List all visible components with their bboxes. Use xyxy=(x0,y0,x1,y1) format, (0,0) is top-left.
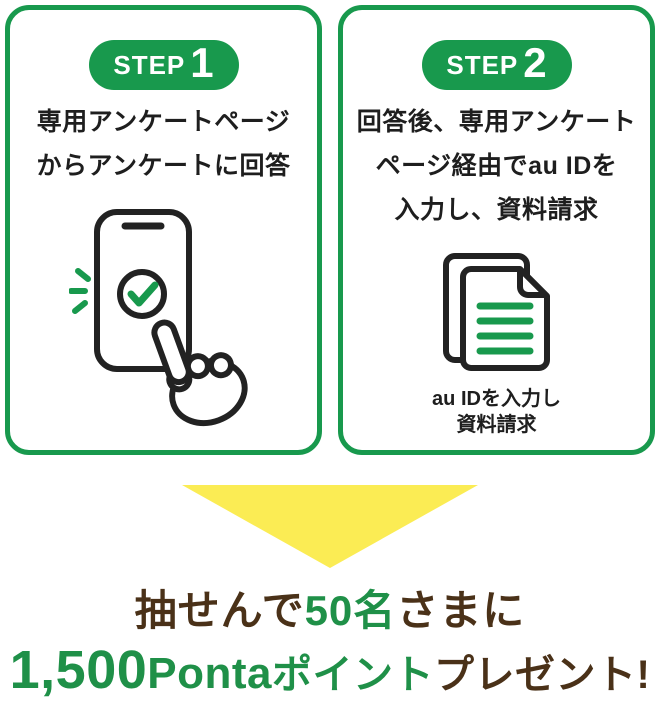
step2-description: 回答後、専用アンケート ページ経由でau IDを 入力し、資料請求 xyxy=(357,100,637,232)
step2-badge-label: STEP xyxy=(446,50,519,80)
step2-line3: 入力し、資料請求 xyxy=(394,196,599,224)
step1-line1: 専用アンケートページ xyxy=(36,108,291,136)
prize-seg-sama: さまに xyxy=(396,587,526,634)
step2-line1: 回答後、専用アンケート xyxy=(356,108,637,136)
checkmark-icon xyxy=(127,281,158,307)
prize-heading: 抽せんで50名さまに 1,500Pontaポイントプレゼント! xyxy=(0,584,660,707)
step1-line2: からアンケートに回答 xyxy=(36,152,291,180)
document-caption-line2: 資料請求 xyxy=(456,414,537,436)
document-text-lines xyxy=(476,302,533,355)
step2-card: STEP 2 回答後、専用アンケート ページ経由でau IDを 入力し、資料請求 xyxy=(338,5,655,455)
prize-line1: 抽せんで50名さまに xyxy=(0,584,660,638)
hand-tap-icon xyxy=(150,319,248,427)
prize-seg-lottery: 抽せんで xyxy=(134,587,305,634)
step1-card: STEP 1 専用アンケートページ からアンケートに回答 xyxy=(5,5,322,455)
prize-seg-points: ポイント xyxy=(272,653,435,697)
step-cards-row: STEP 1 専用アンケートページ からアンケートに回答 xyxy=(5,5,655,455)
step1-badge: STEP 1 xyxy=(88,39,239,90)
step1-description: 専用アンケートページ からアンケートに回答 xyxy=(36,100,290,188)
step2-badge-number: 2 xyxy=(523,39,547,86)
document-fold xyxy=(516,270,545,298)
prize-seg-winners: 50名 xyxy=(304,587,397,634)
phone-check-tap-icon xyxy=(68,209,248,427)
step1-badge-label: STEP xyxy=(113,50,186,80)
step1-badge-number: 1 xyxy=(190,39,214,86)
step2-badge: STEP 2 xyxy=(421,39,572,90)
document-caption: au IDを入力し 資料請求 xyxy=(432,386,561,438)
step2-line2: ページ経由でau IDを xyxy=(375,152,618,180)
prize-seg-amount: 1,500 xyxy=(9,640,148,700)
prize-seg-present: プレゼント! xyxy=(434,653,651,697)
sparkle-lines-icon xyxy=(68,268,91,314)
document-caption-line1: au IDを入力し xyxy=(432,388,561,410)
down-arrow-icon xyxy=(182,485,478,568)
prize-seg-ponta: Ponta xyxy=(147,649,273,698)
document-lines-icon xyxy=(442,253,550,371)
check-circle-icon xyxy=(116,269,167,319)
prize-line2: 1,500Pontaポイントプレゼント! xyxy=(0,638,660,707)
